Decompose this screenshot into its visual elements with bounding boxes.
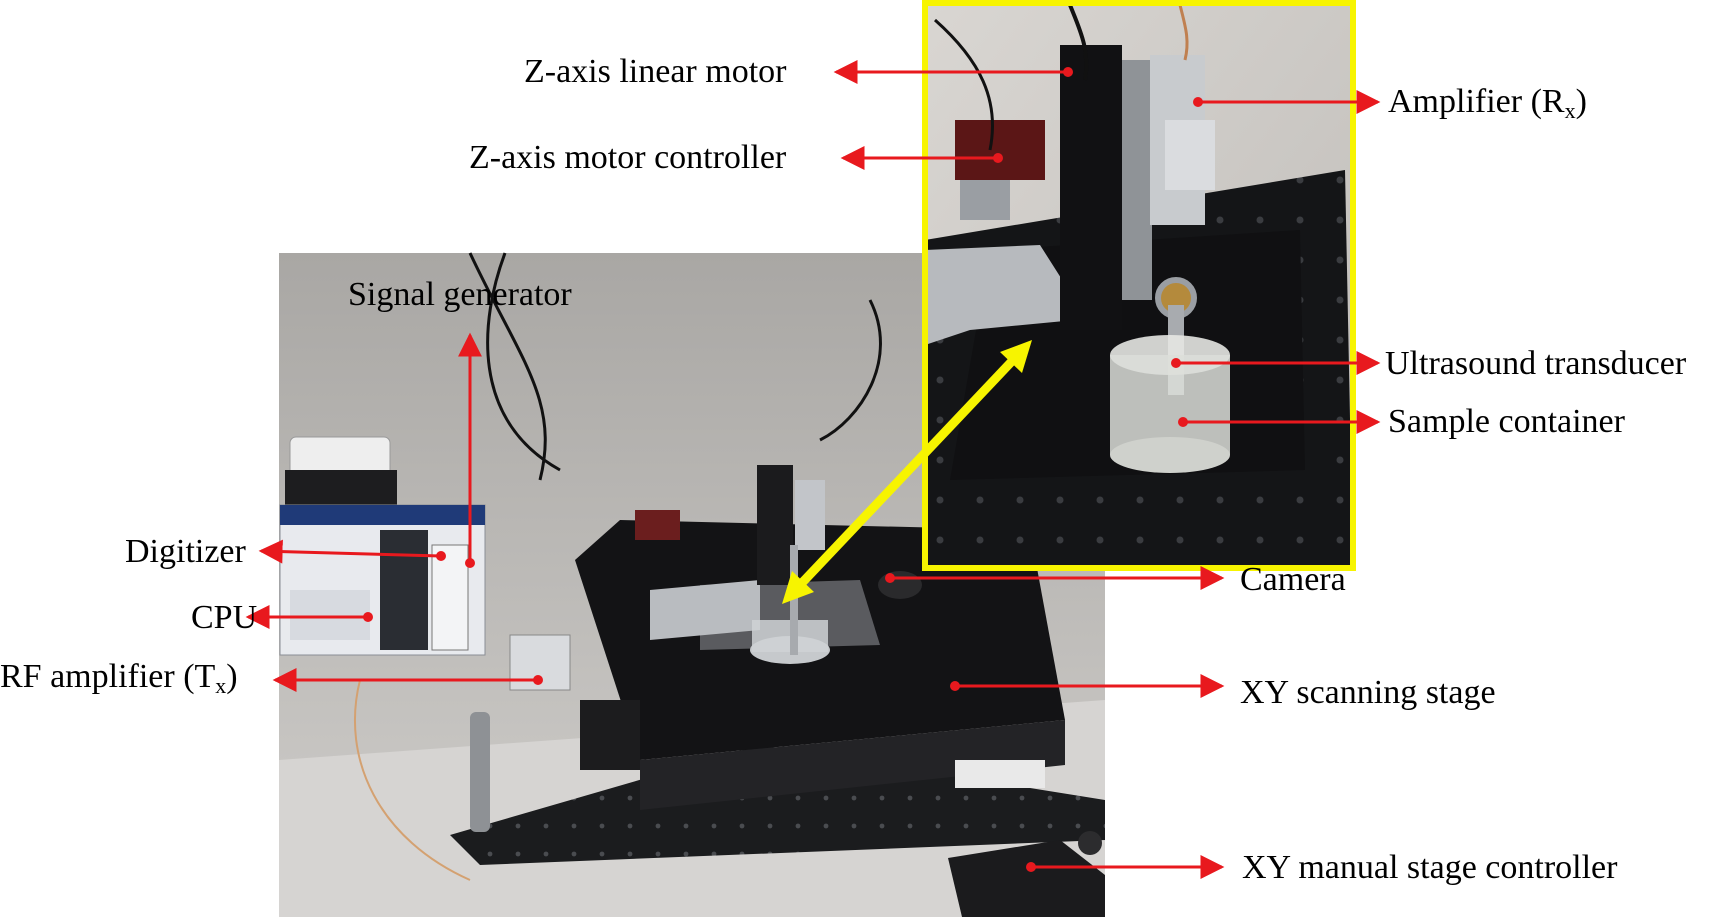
label-amplifier-rx-text: Amplifier (R bbox=[1388, 83, 1565, 120]
label-rf-amplifier-sub: x bbox=[215, 673, 227, 698]
label-rf-amplifier-text: RF amplifier (T bbox=[0, 658, 216, 695]
label-xy-manual-stage-controller: XY manual stage controller bbox=[1242, 849, 1618, 886]
inset-z-motor bbox=[1060, 45, 1122, 330]
label-xy-scanning-stage: XY scanning stage bbox=[1240, 674, 1496, 711]
label-amplifier-rx-sub: x bbox=[1564, 98, 1576, 123]
label-z-axis-motor-controller: Z-axis motor controller bbox=[469, 139, 787, 176]
arrow-digitizer bbox=[258, 539, 442, 564]
annotation-arrows bbox=[245, 60, 1381, 879]
label-signal-generator: Signal generator bbox=[348, 276, 572, 313]
label-amplifier-rx-close: ) bbox=[1575, 83, 1587, 120]
zoom-arrow bbox=[782, 340, 1032, 604]
label-sample-container: Sample container bbox=[1388, 403, 1625, 440]
inset-z-controller bbox=[955, 120, 1045, 180]
label-digitizer: Digitizer bbox=[125, 533, 246, 570]
label-rf-amplifier-close: ) bbox=[226, 658, 238, 695]
junction-box bbox=[285, 436, 397, 510]
label-z-axis-linear-motor: Z-axis linear motor bbox=[524, 53, 787, 90]
ni-pxi-chassis bbox=[279, 504, 486, 656]
label-ultrasound-transducer: Ultrasound transducer bbox=[1385, 345, 1687, 382]
label-rf-amplifier: RF amplifier (Tx) bbox=[0, 660, 238, 697]
label-amplifier-rx: Amplifier (Rx) bbox=[1388, 85, 1587, 122]
inset-photo bbox=[922, 0, 1356, 571]
inset-border bbox=[922, 0, 1356, 571]
arrow-origin-dots bbox=[363, 67, 1203, 872]
label-camera: Camera bbox=[1240, 561, 1346, 598]
label-cpu: CPU bbox=[191, 599, 258, 636]
